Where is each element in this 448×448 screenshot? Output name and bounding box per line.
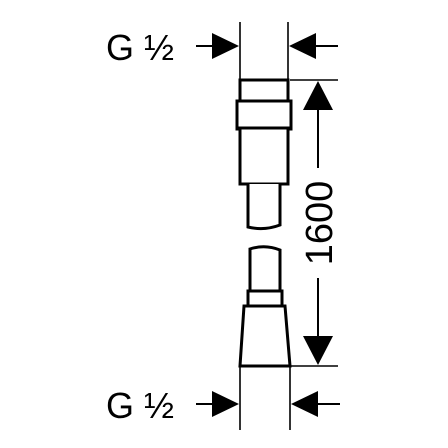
length-arrowhead-top: [303, 81, 333, 110]
bottom-left-arrowhead: [212, 391, 239, 417]
lower-conical-nut: [238, 304, 292, 368]
top-right-arrowhead: [289, 33, 316, 59]
bottom-right-arrowhead: [291, 391, 318, 417]
length-dimension-label: 1600: [299, 181, 341, 266]
bottom-thread-label: G ½: [106, 385, 174, 426]
top-thread-label: G ½: [106, 27, 174, 68]
upper-nut-collar: [238, 78, 290, 104]
lower-hose-segment: [248, 245, 282, 292]
upper-hose-segment: [246, 184, 282, 231]
length-arrowhead-bottom: [303, 336, 333, 365]
upper-nut-body: [235, 99, 293, 131]
top-left-arrowhead: [212, 33, 239, 59]
upper-fitting-sleeve: [238, 126, 290, 186]
